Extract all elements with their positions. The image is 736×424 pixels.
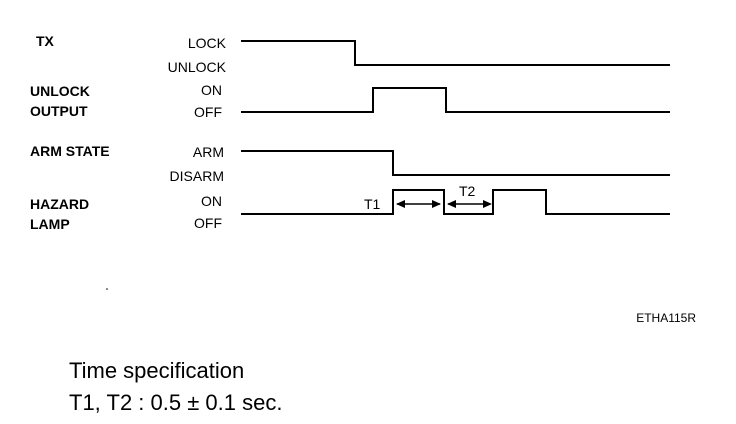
signal-name-unlock-output: UNLOCK	[30, 83, 90, 99]
interval-label-t1: T1	[364, 196, 381, 212]
interval-t2-left-arrow	[447, 200, 456, 208]
state-label-hazard-lamp-high: ON	[201, 193, 222, 209]
state-label-arm-state-high: ARM	[193, 144, 224, 160]
spec-line: T1, T2 : 0.5 ± 0.1 sec.	[69, 390, 282, 415]
waveform-tx	[241, 40, 670, 66]
interval-t1-left-arrow	[396, 200, 405, 208]
state-label-unlock-output-low: OFF	[194, 104, 222, 120]
waveform-unlock-output	[241, 87, 670, 113]
state-label-tx-high: LOCK	[188, 35, 227, 51]
state-label-hazard-lamp-low: OFF	[194, 215, 222, 231]
spec-title: Time specification	[69, 358, 244, 383]
signal-name-hazard-lamp-line2: LAMP	[30, 216, 70, 232]
interval-t2-right-arrow	[483, 200, 492, 208]
state-label-unlock-output-high: ON	[201, 82, 222, 98]
signal-name-arm-state: ARM STATE	[30, 143, 110, 159]
interval-label-t2: T2	[459, 183, 476, 199]
state-label-arm-state-low: DISARM	[170, 168, 224, 184]
waveform-hazard-lamp	[241, 189, 670, 215]
interval-t1	[396, 200, 441, 208]
signal-name-hazard-lamp: HAZARD	[30, 196, 89, 212]
waveform-arm-state	[241, 150, 670, 176]
state-label-tx-low: UNLOCK	[168, 59, 227, 75]
signal-name-unlock-output-line2: OUTPUT	[30, 103, 88, 119]
signal-name-tx: TX	[36, 33, 55, 49]
print-speck	[106, 288, 108, 290]
interval-t1-right-arrow	[432, 200, 441, 208]
figure-code: ETHA115R	[636, 311, 696, 325]
interval-t2	[447, 196, 494, 214]
